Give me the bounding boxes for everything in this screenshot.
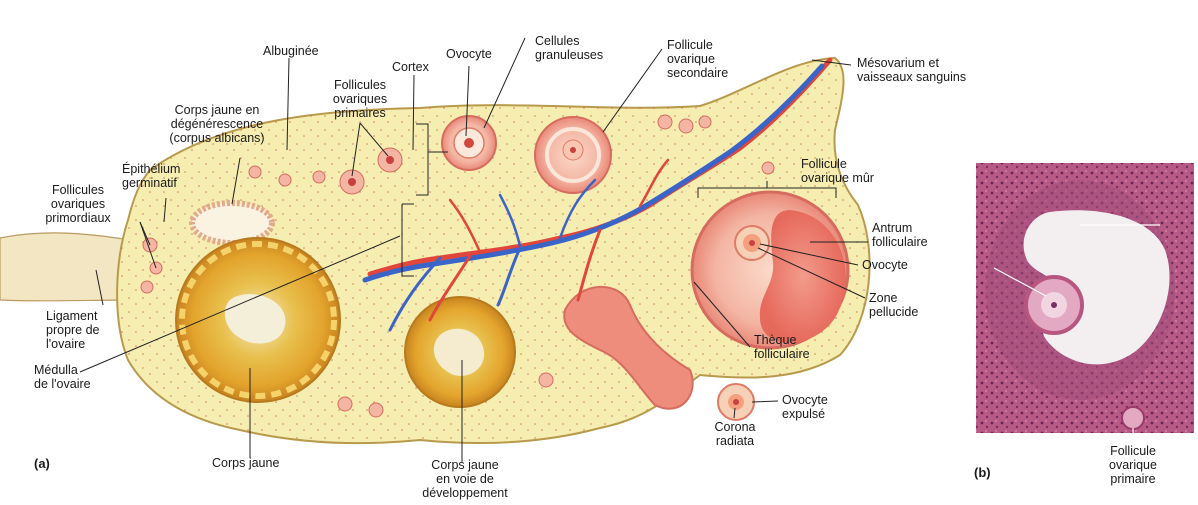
label-primary-line3: primaires [310, 106, 410, 120]
label-primordial-line1: Follicules [28, 183, 128, 197]
label-secondary-line2: ovarique [667, 52, 715, 66]
label-oocyte-mid: Ovocyte [862, 258, 908, 272]
label-primary-line1: Follicules [310, 78, 410, 92]
label-antrum-line1: Antrum [872, 221, 912, 235]
label-primordial-line2: ovariques [28, 197, 128, 211]
label-developing-line2: en voie de [405, 472, 525, 486]
label-albuginea: Albuginée [263, 44, 319, 58]
label-epithelium-line1: Épithélium [122, 162, 180, 176]
label-theca-line1: Thèque [754, 333, 796, 347]
label-expelled-line1: Ovocyte [782, 393, 828, 407]
label-mesovarium-line2: vaisseaux sanguins [857, 70, 966, 84]
label-corpus-albicans-line3: (corpus albicans) [142, 131, 292, 145]
label-corpus-albicans-line2: dégénérescence [142, 117, 292, 131]
panel-a-tag: (a) [34, 457, 50, 471]
label-granulosa-line1: Cellules [535, 34, 579, 48]
label-b-primary-line2: ovarique [1098, 458, 1168, 472]
label-zona-line2: pellucide [869, 305, 918, 319]
label-ligament-line3: l'ovaire [46, 337, 85, 351]
label-developing-line3: développement [405, 486, 525, 500]
label-b-primary-line3: primaire [1098, 472, 1168, 486]
label-epithelium-line2: germinatif [122, 176, 177, 190]
label-secondary-line1: Follicule [667, 38, 713, 52]
label-primary-line2: ovariques [310, 92, 410, 106]
label-corpus-albicans-line1: Corps jaune en [142, 103, 292, 117]
label-corona-line1: Corona [700, 420, 770, 434]
label-theca-line2: folliculaire [754, 347, 810, 361]
label-mature-line1: Follicule [801, 157, 847, 171]
label-antrum-line2: folliculaire [872, 235, 928, 249]
label-corona-line2: radiata [700, 434, 770, 448]
label-b-primary-line1: Follicule [1098, 444, 1168, 458]
label-expelled-line2: expulsé [782, 407, 825, 421]
label-oocyte-top: Ovocyte [446, 47, 492, 61]
label-secondary-line3: secondaire [667, 66, 728, 80]
label-medulla-line2: de l'ovaire [34, 377, 91, 391]
label-ligament-line2: propre de [46, 323, 100, 337]
label-primordial-line3: primordiaux [28, 211, 128, 225]
label-mature-line2: ovarique mûr [801, 171, 874, 185]
label-cortex: Cortex [392, 60, 429, 74]
label-corpus-luteum: Corps jaune [212, 456, 279, 470]
label-zona-line1: Zone [869, 291, 898, 305]
label-developing-line1: Corps jaune [405, 458, 525, 472]
label-medulla-line1: Médulla [34, 363, 78, 377]
panel-b-tag: (b) [974, 466, 991, 480]
label-ligament-line1: Ligament [46, 309, 97, 323]
label-granulosa-line2: granuleuses [535, 48, 603, 62]
label-mesovarium-line1: Mésovarium et [857, 56, 939, 70]
